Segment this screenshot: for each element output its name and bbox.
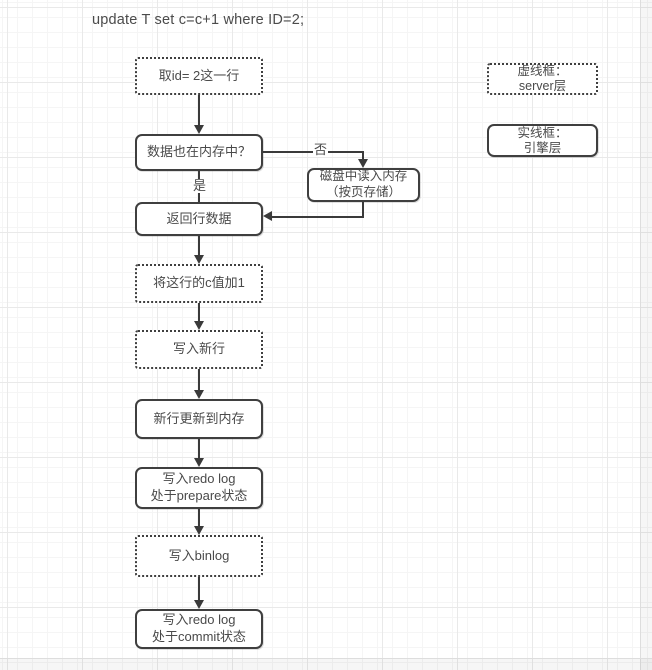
- node-redo-log-prepare: 写入redo log 处于prepare状态: [135, 467, 263, 509]
- edge-prepare-to-binlog: [197, 509, 201, 527]
- node-redo-log-commit-line2: 处于commit状态: [152, 629, 246, 644]
- node-write-new-row-label: 写入新行: [172, 341, 225, 357]
- edge-newrow-to-memory: [197, 369, 201, 391]
- node-update-memory-label: 新行更新到内存: [153, 410, 245, 426]
- legend-dashed-line2: server层: [518, 79, 567, 93]
- legend-solid-line2: 引擎层: [523, 140, 562, 155]
- canvas-right-edge: [640, 0, 652, 670]
- legend-dashed-server-layer: 虚线框： server层: [487, 63, 598, 95]
- arrowhead-down-icon: [193, 390, 204, 399]
- node-fetch-row: 取id= 2这一行: [135, 57, 263, 95]
- edge-binlog-to-commit: [197, 577, 201, 601]
- legend-solid-line1: 实线框：: [517, 125, 568, 140]
- node-write-binlog: 写入binlog: [135, 535, 263, 577]
- arrowhead-down-icon: [193, 600, 204, 609]
- legend-dashed-line1: 虚线框：: [517, 64, 568, 78]
- arrowhead-down-icon: [193, 458, 204, 467]
- arrowhead-down-icon: [193, 255, 204, 264]
- node-read-from-disk: 磁盘中读入内存 （按页存储）: [307, 168, 420, 202]
- node-return-row: 返回行数据: [135, 202, 263, 236]
- edge-disk-to-return-h: [271, 215, 364, 218]
- edge-fetch-to-memcheck: [197, 95, 201, 125]
- arrowhead-left-icon: [263, 211, 272, 222]
- edge-label-no: 否: [313, 142, 329, 158]
- sql-statement-text: update T set c=c+1 where ID=2;: [92, 12, 305, 28]
- arrowhead-down-icon: [357, 159, 368, 168]
- node-write-new-row: 写入新行: [135, 330, 263, 369]
- node-return-row-label: 返回行数据: [166, 210, 232, 226]
- edge-return-to-increment: [197, 236, 201, 256]
- arrowhead-down-icon: [193, 125, 204, 134]
- node-fetch-row-label: 取id= 2这一行: [158, 67, 240, 83]
- node-increment-c-label: 将这行的c值加1: [153, 275, 245, 291]
- node-redo-log-prepare-line2: 处于prepare状态: [150, 488, 248, 503]
- node-read-from-disk-line1: 磁盘中读入内存: [319, 169, 408, 184]
- arrowhead-down-icon: [193, 321, 204, 330]
- node-read-from-disk-line2: （按页存储）: [325, 185, 401, 199]
- node-write-binlog-label: 写入binlog: [168, 547, 230, 563]
- edge-disk-to-return-v: [361, 202, 365, 218]
- edge-label-yes: 是: [192, 178, 208, 194]
- node-update-memory: 新行更新到内存: [135, 399, 263, 439]
- node-redo-log-commit: 写入redo log 处于commit状态: [135, 609, 263, 649]
- edge-increment-to-newrow: [197, 303, 201, 322]
- edge-memcheck-no-v: [361, 151, 365, 160]
- node-increment-c: 将这行的c值加1: [135, 264, 263, 303]
- node-redo-log-prepare-line1: 写入redo log: [162, 471, 236, 487]
- canvas-bottom-edge: [0, 658, 652, 670]
- edge-memory-to-prepare: [197, 439, 201, 459]
- legend-solid-engine-layer: 实线框： 引擎层: [487, 124, 598, 157]
- node-data-in-memory-label: 数据也在内存中？: [146, 144, 251, 160]
- node-redo-log-commit-line1: 写入redo log: [162, 612, 236, 628]
- node-data-in-memory: 数据也在内存中？: [135, 134, 263, 171]
- arrowhead-down-icon: [193, 526, 204, 535]
